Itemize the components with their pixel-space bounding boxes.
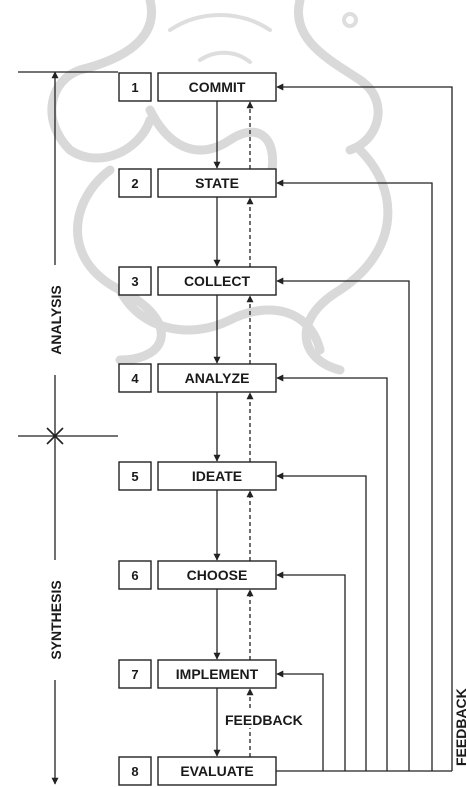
step-2-number: 2 [131,176,138,191]
step-4-number-box [118,363,152,393]
step-4-label: ANALYZE [185,370,250,386]
step-5-number: 5 [131,469,138,484]
step-1-number: 1 [131,80,138,95]
synthesis-label: SYNTHESIS [48,580,64,659]
step-5-number-box [118,461,152,491]
step-1-number-box [118,72,152,102]
step-8-label: EVALUATE [180,763,253,779]
outer-feedback-loops [276,83,453,772]
step-6-number-box [118,560,152,590]
step-6-number: 6 [131,568,138,583]
step-7-box [157,659,277,689]
analysis-label: ANALYSIS [48,285,64,355]
step-6-label: CHOOSE [187,567,248,583]
step-8-number-box [118,756,152,786]
feedback-label-inner: FEEDBACK [225,712,303,728]
step-4-number: 4 [131,371,139,386]
step-5-label: IDEATE [192,468,242,484]
step-7-number: 7 [131,667,138,682]
step-7-number-box [118,659,152,689]
step-3-number: 3 [131,274,138,289]
step-8-number: 8 [131,764,138,779]
step-3-box [157,266,277,296]
step-8-box [157,756,277,786]
feedback-label-outer: FEEDBACK [453,688,467,766]
step-2-number-box [118,168,152,198]
step-2-label: STATE [195,175,239,191]
step-5-box [157,461,277,491]
step-7-label: IMPLEMENT [176,666,259,682]
step-3-number-box [118,266,152,296]
step-3-label: COLLECT [184,273,251,289]
step-1-label: COMMIT [189,79,246,95]
step-6-box [157,560,277,590]
phase-divider-cross-icon [46,427,64,445]
